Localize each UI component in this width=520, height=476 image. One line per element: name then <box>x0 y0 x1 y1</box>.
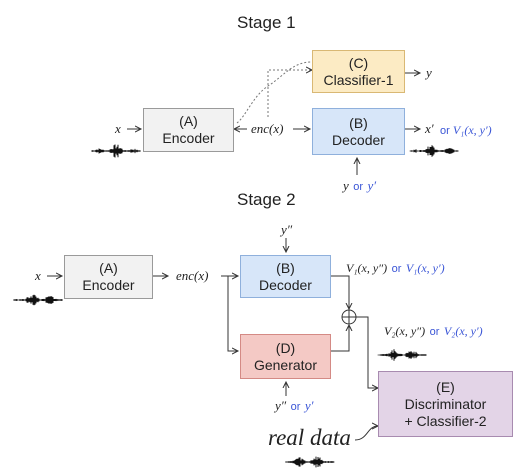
s1-encoder-block: (A) Encoder <box>143 108 234 152</box>
block-letter: (B) <box>276 259 295 276</box>
v2-double-prime: V₂(x, y″) <box>384 324 426 338</box>
block-letter: (B) <box>349 114 368 131</box>
s2-enc-label: enc(x) <box>176 268 209 283</box>
s1-decoder-output-alt: or V₁(x, y′) <box>440 123 492 138</box>
s2-decoder-to-sum <box>331 275 349 309</box>
real-data-label: real data <box>268 425 351 450</box>
cond-y-prime: y′ <box>367 178 377 193</box>
s1-classifier-block: (C) Classifier-1 <box>312 50 405 93</box>
block-letter: (D) <box>275 339 296 356</box>
block-letter: (A) <box>99 260 118 276</box>
v1-double-prime: V₁(x, y″) <box>346 261 388 275</box>
block-letter: (E) <box>436 378 455 395</box>
or-text: or <box>440 125 450 137</box>
block-name: Encoder <box>82 277 135 293</box>
s2-decoder-output: V₁(x, y″) or V₁(x, y′) <box>346 259 445 277</box>
s2-generator-cond: y″ or y′ <box>275 397 314 415</box>
v1-prime: V₁(x, y′) <box>405 261 445 275</box>
s2-enc-to-generator <box>227 276 238 351</box>
s2-discriminator-block: (E) Discriminator + Classifier-2 <box>378 371 513 437</box>
waveform-icon <box>409 145 459 157</box>
block-letter: (C) <box>348 54 369 71</box>
waveform-icon <box>285 456 335 468</box>
block-letter: (A) <box>179 113 198 129</box>
block-name: Encoder <box>162 130 215 146</box>
cond-y-prime: y′ <box>304 398 314 413</box>
block-name-2: + Classifier-2 <box>404 412 487 429</box>
s2-sum-output: V₂(x, y″) or V₂(x, y′) <box>384 322 483 340</box>
s2-generator-block: (D) Generator <box>240 334 331 379</box>
sum-icon <box>341 309 357 325</box>
block-name: Decoder <box>332 131 385 148</box>
s2-generator-to-sum <box>331 325 349 352</box>
block-name: Discriminator <box>404 395 487 412</box>
s2-sum-to-discriminator <box>356 316 378 388</box>
cond-y: y <box>343 178 349 193</box>
or-text: or <box>290 401 301 413</box>
s1-decoder-output: x′ <box>425 121 434 136</box>
waveform-icon <box>13 294 63 306</box>
block-name: Classifier-1 <box>323 71 394 88</box>
s1-enc-label: enc(x) <box>251 121 284 136</box>
s1-input-label: x <box>115 121 121 136</box>
s2-encoder-block: (A) Encoder <box>64 255 153 299</box>
stage2-title: Stage 2 <box>237 190 296 209</box>
or-text: or <box>391 263 402 275</box>
or-text: or <box>429 326 440 338</box>
s2-realdata-to-discriminator <box>354 426 378 441</box>
s2-decoder-block: (B) Decoder <box>240 255 331 298</box>
block-name: Generator <box>253 356 318 373</box>
s1-enc-to-classifier-dotted <box>267 70 312 117</box>
waveform-icon <box>377 349 427 361</box>
or-text: or <box>353 181 364 193</box>
stage1-title: Stage 1 <box>237 13 296 32</box>
s1-decoder-block: (B) Decoder <box>312 108 405 155</box>
s2-decoder-cond: y″ <box>281 222 293 237</box>
waveform-icon <box>91 144 141 158</box>
cond-y-double-prime: y″ <box>275 398 287 413</box>
s1-classifier-output: y <box>426 65 432 80</box>
v2-prime: V₂(x, y′) <box>443 324 483 338</box>
block-name: Decoder <box>259 276 312 293</box>
s1-classifier-feedback-dotted <box>236 61 313 124</box>
alt-math: V₁(x, y′) <box>452 123 492 137</box>
s1-cond-input: y or y′ <box>343 177 376 195</box>
s2-input-label: x <box>35 268 41 283</box>
